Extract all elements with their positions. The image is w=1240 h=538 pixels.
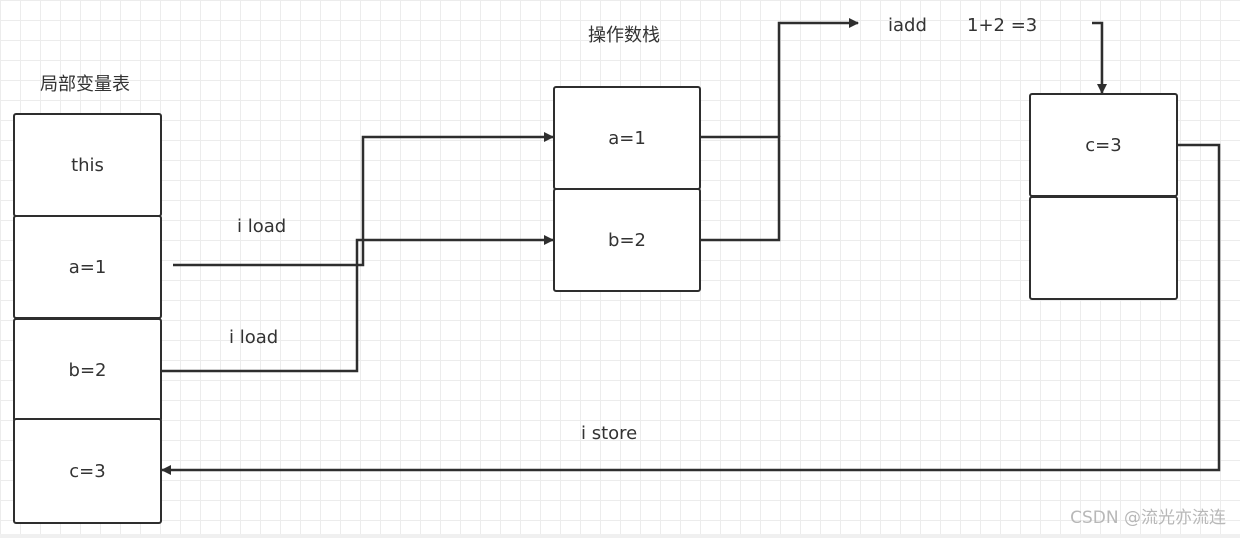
result-stack-slot-c: c=3 [1029, 93, 1178, 197]
load-b-label: i load [229, 327, 279, 348]
iadd-arrow [700, 135, 781, 242]
local-var-slot-this: this [13, 113, 162, 217]
operand-stack-title: 操作数栈 [588, 25, 660, 46]
push-result-arrow [1092, 21, 1107, 94]
load-a-label: i load [237, 216, 287, 237]
load-a-arrow [173, 132, 554, 267]
store-arrow [161, 143, 1221, 475]
local-var-slot-c: c=3 [13, 418, 162, 524]
local-var-slot-b: b=2 [13, 318, 162, 422]
load-b-arrow [162, 235, 554, 373]
local-vars-title: 局部变量表 [40, 74, 130, 95]
iadd-label: iadd [888, 15, 927, 36]
operand-stack-slot-b: b=2 [553, 188, 701, 292]
iadd-out-arrow [777, 18, 859, 137]
iadd-expression-label: 1+2 =3 [967, 15, 1038, 36]
operand-stack-slot-a: a=1 [553, 86, 701, 190]
bottom-bar [0, 534, 1240, 538]
csdn-watermark: CSDN @流光亦流连 [1070, 508, 1226, 528]
local-var-slot-a: a=1 [13, 215, 162, 319]
result-stack-slot-empty [1029, 196, 1178, 300]
store-label: i store [581, 423, 638, 444]
